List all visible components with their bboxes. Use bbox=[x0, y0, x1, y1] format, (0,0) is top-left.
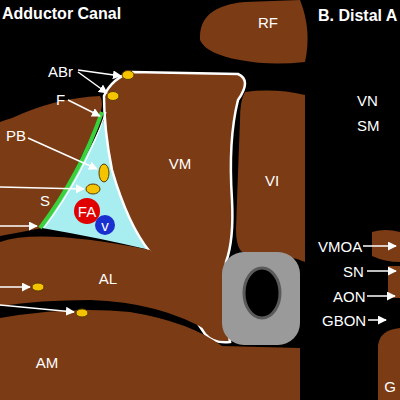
muscle-section: RF bbox=[195, 0, 310, 70]
shape-fill bbox=[0, 310, 300, 400]
callout-label: VN bbox=[357, 93, 378, 108]
shape-label: AM bbox=[36, 355, 59, 370]
shape-label: VM bbox=[169, 156, 192, 171]
shape-fill bbox=[200, 0, 308, 64]
shape-label: G bbox=[384, 379, 396, 394]
leader-arrow bbox=[78, 70, 121, 76]
diagram-title: Adductor Canal bbox=[2, 6, 121, 22]
nerve-branch bbox=[86, 184, 100, 194]
artery-circle: FA bbox=[74, 198, 100, 224]
leader-arrow bbox=[367, 295, 395, 297]
shape-fill bbox=[95, 215, 115, 235]
medullary-cavity bbox=[244, 268, 280, 318]
nerve-branch bbox=[32, 283, 44, 291]
callout-label: PB bbox=[6, 128, 26, 143]
nerve-branch bbox=[99, 164, 109, 182]
muscle-section: VI bbox=[232, 86, 308, 266]
nerve-branch bbox=[107, 92, 119, 101]
callout-label: AON bbox=[333, 289, 366, 304]
shape-fill bbox=[236, 91, 305, 262]
shape-fill bbox=[74, 198, 100, 224]
nerve-branch bbox=[76, 309, 88, 317]
callout-label: ABr bbox=[48, 64, 73, 79]
leader-arrow bbox=[0, 225, 37, 227]
muscle-section: AM bbox=[0, 304, 302, 400]
shape-label: FA bbox=[78, 204, 96, 219]
callout-label: SN bbox=[343, 264, 364, 279]
shape-outline bbox=[195, 0, 310, 70]
shape-label: RF bbox=[258, 15, 278, 30]
leader-arrow bbox=[68, 100, 100, 116]
vein-circle: v bbox=[95, 215, 115, 235]
callout-label: GBON bbox=[322, 313, 366, 328]
leader-arrow bbox=[368, 319, 386, 321]
shape-label: v bbox=[101, 218, 109, 233]
callout-label: F bbox=[56, 92, 65, 107]
fascia-band bbox=[40, 112, 102, 228]
shape-label: VI bbox=[265, 173, 279, 188]
leader-arrow bbox=[0, 187, 84, 189]
shape-label: S bbox=[40, 193, 50, 208]
shape-label: AL bbox=[99, 271, 117, 286]
muscle-fragment bbox=[388, 266, 400, 298]
shape-fill bbox=[378, 328, 400, 400]
leader-arrow bbox=[367, 270, 396, 272]
leader-arrow bbox=[363, 245, 396, 247]
leader-arrow bbox=[78, 72, 107, 93]
leader-arrow bbox=[0, 305, 74, 312]
muscle-fragment bbox=[372, 230, 400, 262]
fascia-line bbox=[44, 112, 106, 228]
leader-arrow bbox=[0, 286, 30, 288]
callout-label: SM bbox=[357, 118, 380, 133]
nerve-branch bbox=[122, 71, 134, 80]
femur-bone bbox=[222, 252, 300, 345]
leader-arrow bbox=[28, 138, 97, 169]
callout-label: VMOA bbox=[318, 239, 362, 254]
shape-fill bbox=[0, 96, 102, 236]
panel-heading: B. Distal A bbox=[318, 8, 397, 24]
shape-outline bbox=[0, 304, 302, 400]
muscle-section: G bbox=[376, 326, 400, 400]
